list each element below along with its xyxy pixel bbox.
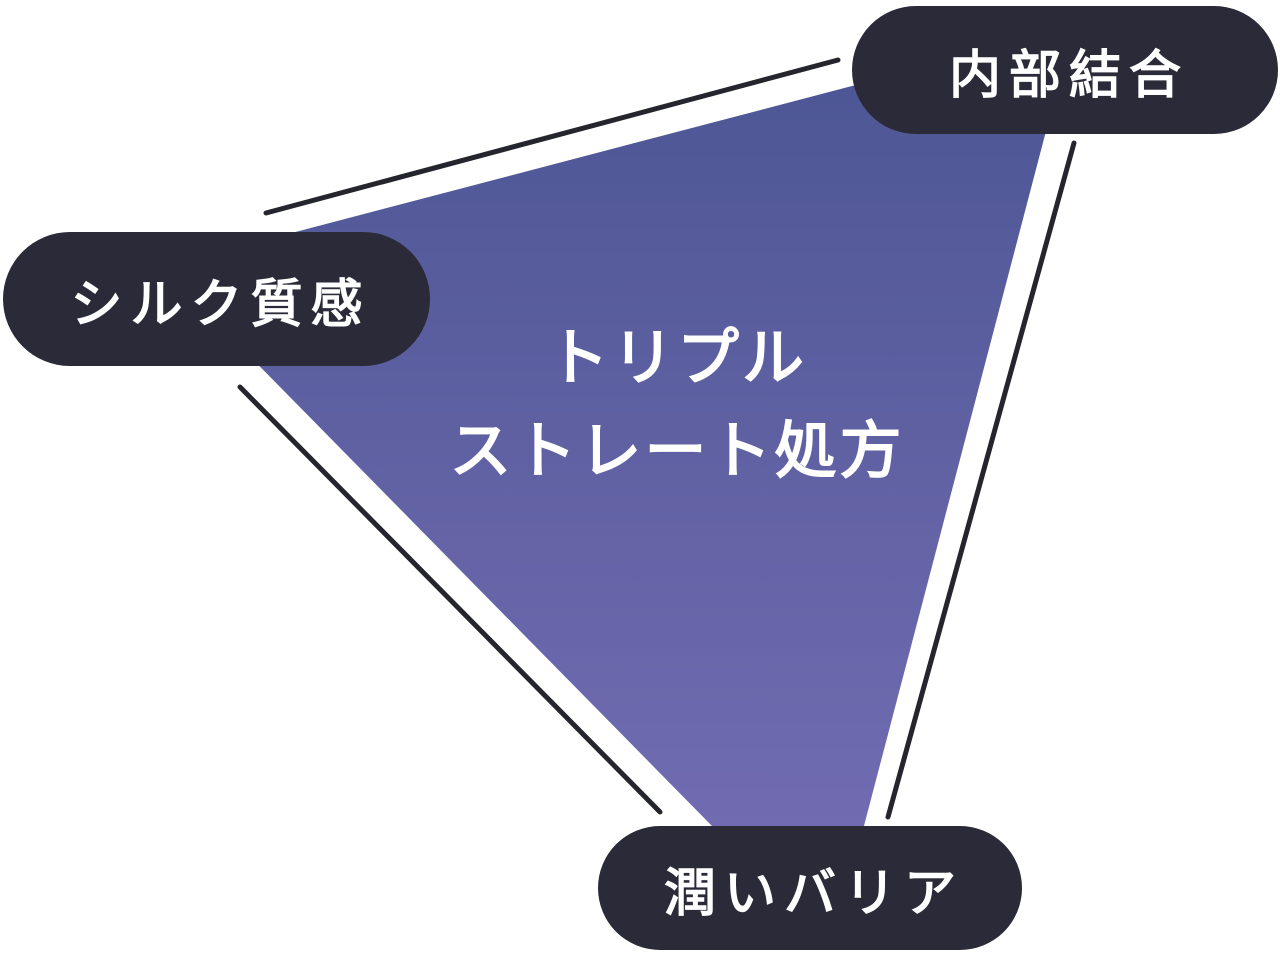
diagram-title-line2: ストレート処方	[449, 417, 905, 486]
diagram-title-line1: トリプル	[546, 324, 807, 393]
diagram-title: トリプル ストレート処方	[337, 312, 1017, 498]
right-accent-line	[885, 140, 1077, 820]
node-silk-texture: シルク質感	[3, 232, 430, 366]
node-internal-bond-label: 内部結合	[948, 46, 1189, 105]
node-silk-texture-label: シルク質感	[70, 275, 371, 334]
top-accent-line	[263, 57, 841, 216]
node-moisture-barrier-label: 潤いバリア	[663, 864, 964, 923]
left-accent-line	[237, 384, 663, 815]
node-moisture-barrier: 潤いバリア	[598, 826, 1022, 950]
node-internal-bond: 内部結合	[852, 6, 1278, 134]
